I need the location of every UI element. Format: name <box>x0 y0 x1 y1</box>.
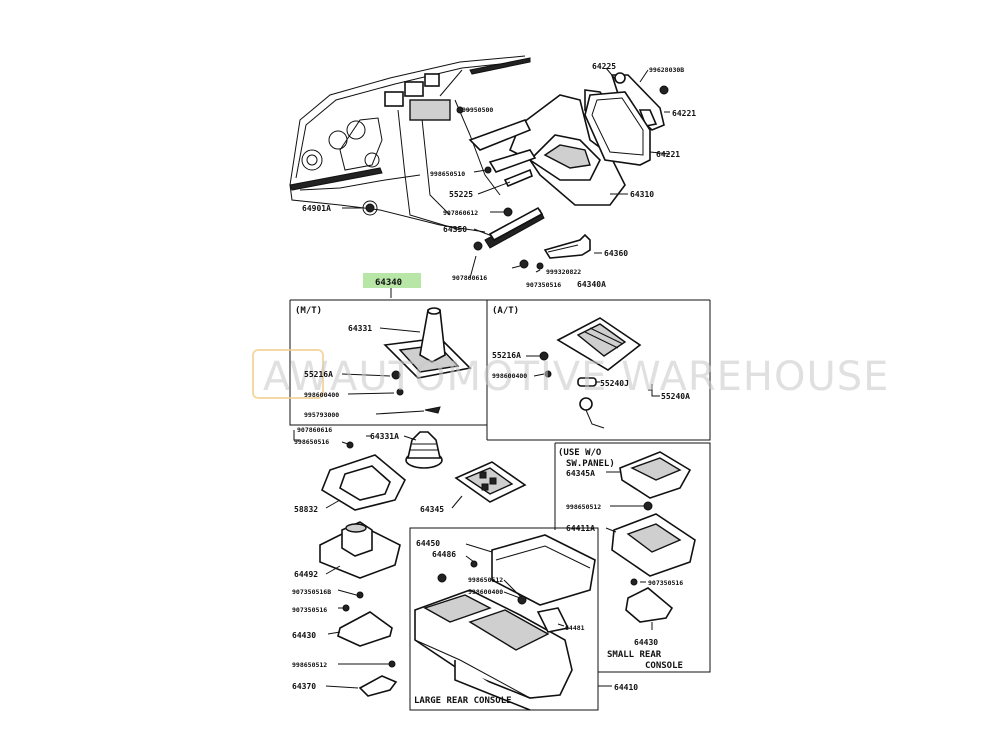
label-55225: 55225 <box>449 190 473 199</box>
label-55216a-at: 55216A <box>492 351 521 360</box>
label-64411a: 64411A <box>566 524 595 533</box>
label-55240j: 55240J <box>600 379 629 388</box>
section-small-1: SMALL REAR <box>607 650 662 660</box>
section-at: (A/T) <box>492 306 519 316</box>
label-64221-top: 64221 <box>672 109 696 118</box>
label-998600400-at: 998600400 <box>492 372 527 380</box>
section-small-2: CONSOLE <box>645 661 683 671</box>
label-998650512-e: 998650512 <box>292 661 327 669</box>
label-64370: 64370 <box>292 682 316 691</box>
dashboard-illustration <box>289 55 531 233</box>
label-64350: 64350 <box>443 225 467 234</box>
label-64430: 64430 <box>292 631 316 640</box>
label-99628030b: 99628030B <box>649 66 684 74</box>
label-64450: 64450 <box>416 539 440 548</box>
part-labels: 64225 99628030B 64221 64221 99950500 643… <box>292 62 696 706</box>
label-998650516: 998650516 <box>294 438 329 446</box>
label-907860616-b: 907860616 <box>297 426 332 434</box>
label-64430-small: 64430 <box>634 638 658 647</box>
watermark-logo: AW <box>263 354 330 400</box>
large-rear-console <box>414 534 596 711</box>
section-large: LARGE REAR CONSOLE <box>414 696 512 706</box>
label-64360: 64360 <box>604 249 628 258</box>
label-995793000: 995793000 <box>304 411 339 419</box>
label-64345a: 64345A <box>566 469 595 478</box>
label-64225: 64225 <box>592 62 616 71</box>
label-999320822: 999320822 <box>546 268 581 276</box>
label-64481: 64481 <box>565 624 585 632</box>
label-907350516-d: 907350516 <box>292 606 327 614</box>
section-mt: (M/T) <box>295 306 322 316</box>
lower-left-parts <box>319 431 527 697</box>
label-907350516-b: 907350516 <box>648 579 683 587</box>
label-64345: 64345 <box>420 505 444 514</box>
shift-boot-mt <box>341 307 472 415</box>
label-64221-bottom: 64221 <box>656 150 680 159</box>
label-64340a: 64340A <box>577 280 606 289</box>
shift-bezel-at <box>526 317 660 429</box>
label-58832: 58832 <box>294 505 318 514</box>
label-998650512-c: 998650512 <box>566 503 601 511</box>
small-rear-console <box>605 451 696 630</box>
section-frames <box>289 299 711 711</box>
highlight-marker <box>363 273 421 288</box>
label-907350516: 907350516 <box>526 281 561 289</box>
label-64310: 64310 <box>630 190 654 199</box>
watermark: AW AUTOMOTIVE WAREHOUSE <box>252 349 889 400</box>
label-907860616: 907860616 <box>452 274 487 282</box>
label-907350516b-c: 907350516B <box>292 588 331 596</box>
upper-console-assembly <box>468 72 669 206</box>
label-55240a: 55240A <box>661 392 690 401</box>
section-use-wo-1: (USE W/O <box>558 448 602 458</box>
leader-lines-upper <box>342 67 671 298</box>
label-64340: 64340 <box>375 278 402 288</box>
watermark-brand: AUTOMOTIVE WAREHOUSE <box>330 354 889 400</box>
label-64492: 64492 <box>294 570 318 579</box>
label-64410: 64410 <box>614 683 638 692</box>
label-99950500: 99950500 <box>462 106 493 114</box>
label-64331a: 64331A <box>370 432 399 441</box>
label-907860612: 907860612 <box>443 209 478 217</box>
trim-strips <box>362 106 591 270</box>
label-64486: 64486 <box>432 550 456 559</box>
label-998650512-d: 998650512 <box>468 576 503 584</box>
label-64331: 64331 <box>348 324 372 333</box>
label-998600400-d: 998600400 <box>468 588 503 596</box>
section-use-wo-2: SW.PANEL) <box>566 459 615 469</box>
label-998650510: 998650510 <box>430 170 465 178</box>
label-64901a: 64901A <box>302 204 331 213</box>
label-998600400-mt: 998600400 <box>304 391 339 399</box>
label-55216a-mt: 55216A <box>304 370 333 379</box>
